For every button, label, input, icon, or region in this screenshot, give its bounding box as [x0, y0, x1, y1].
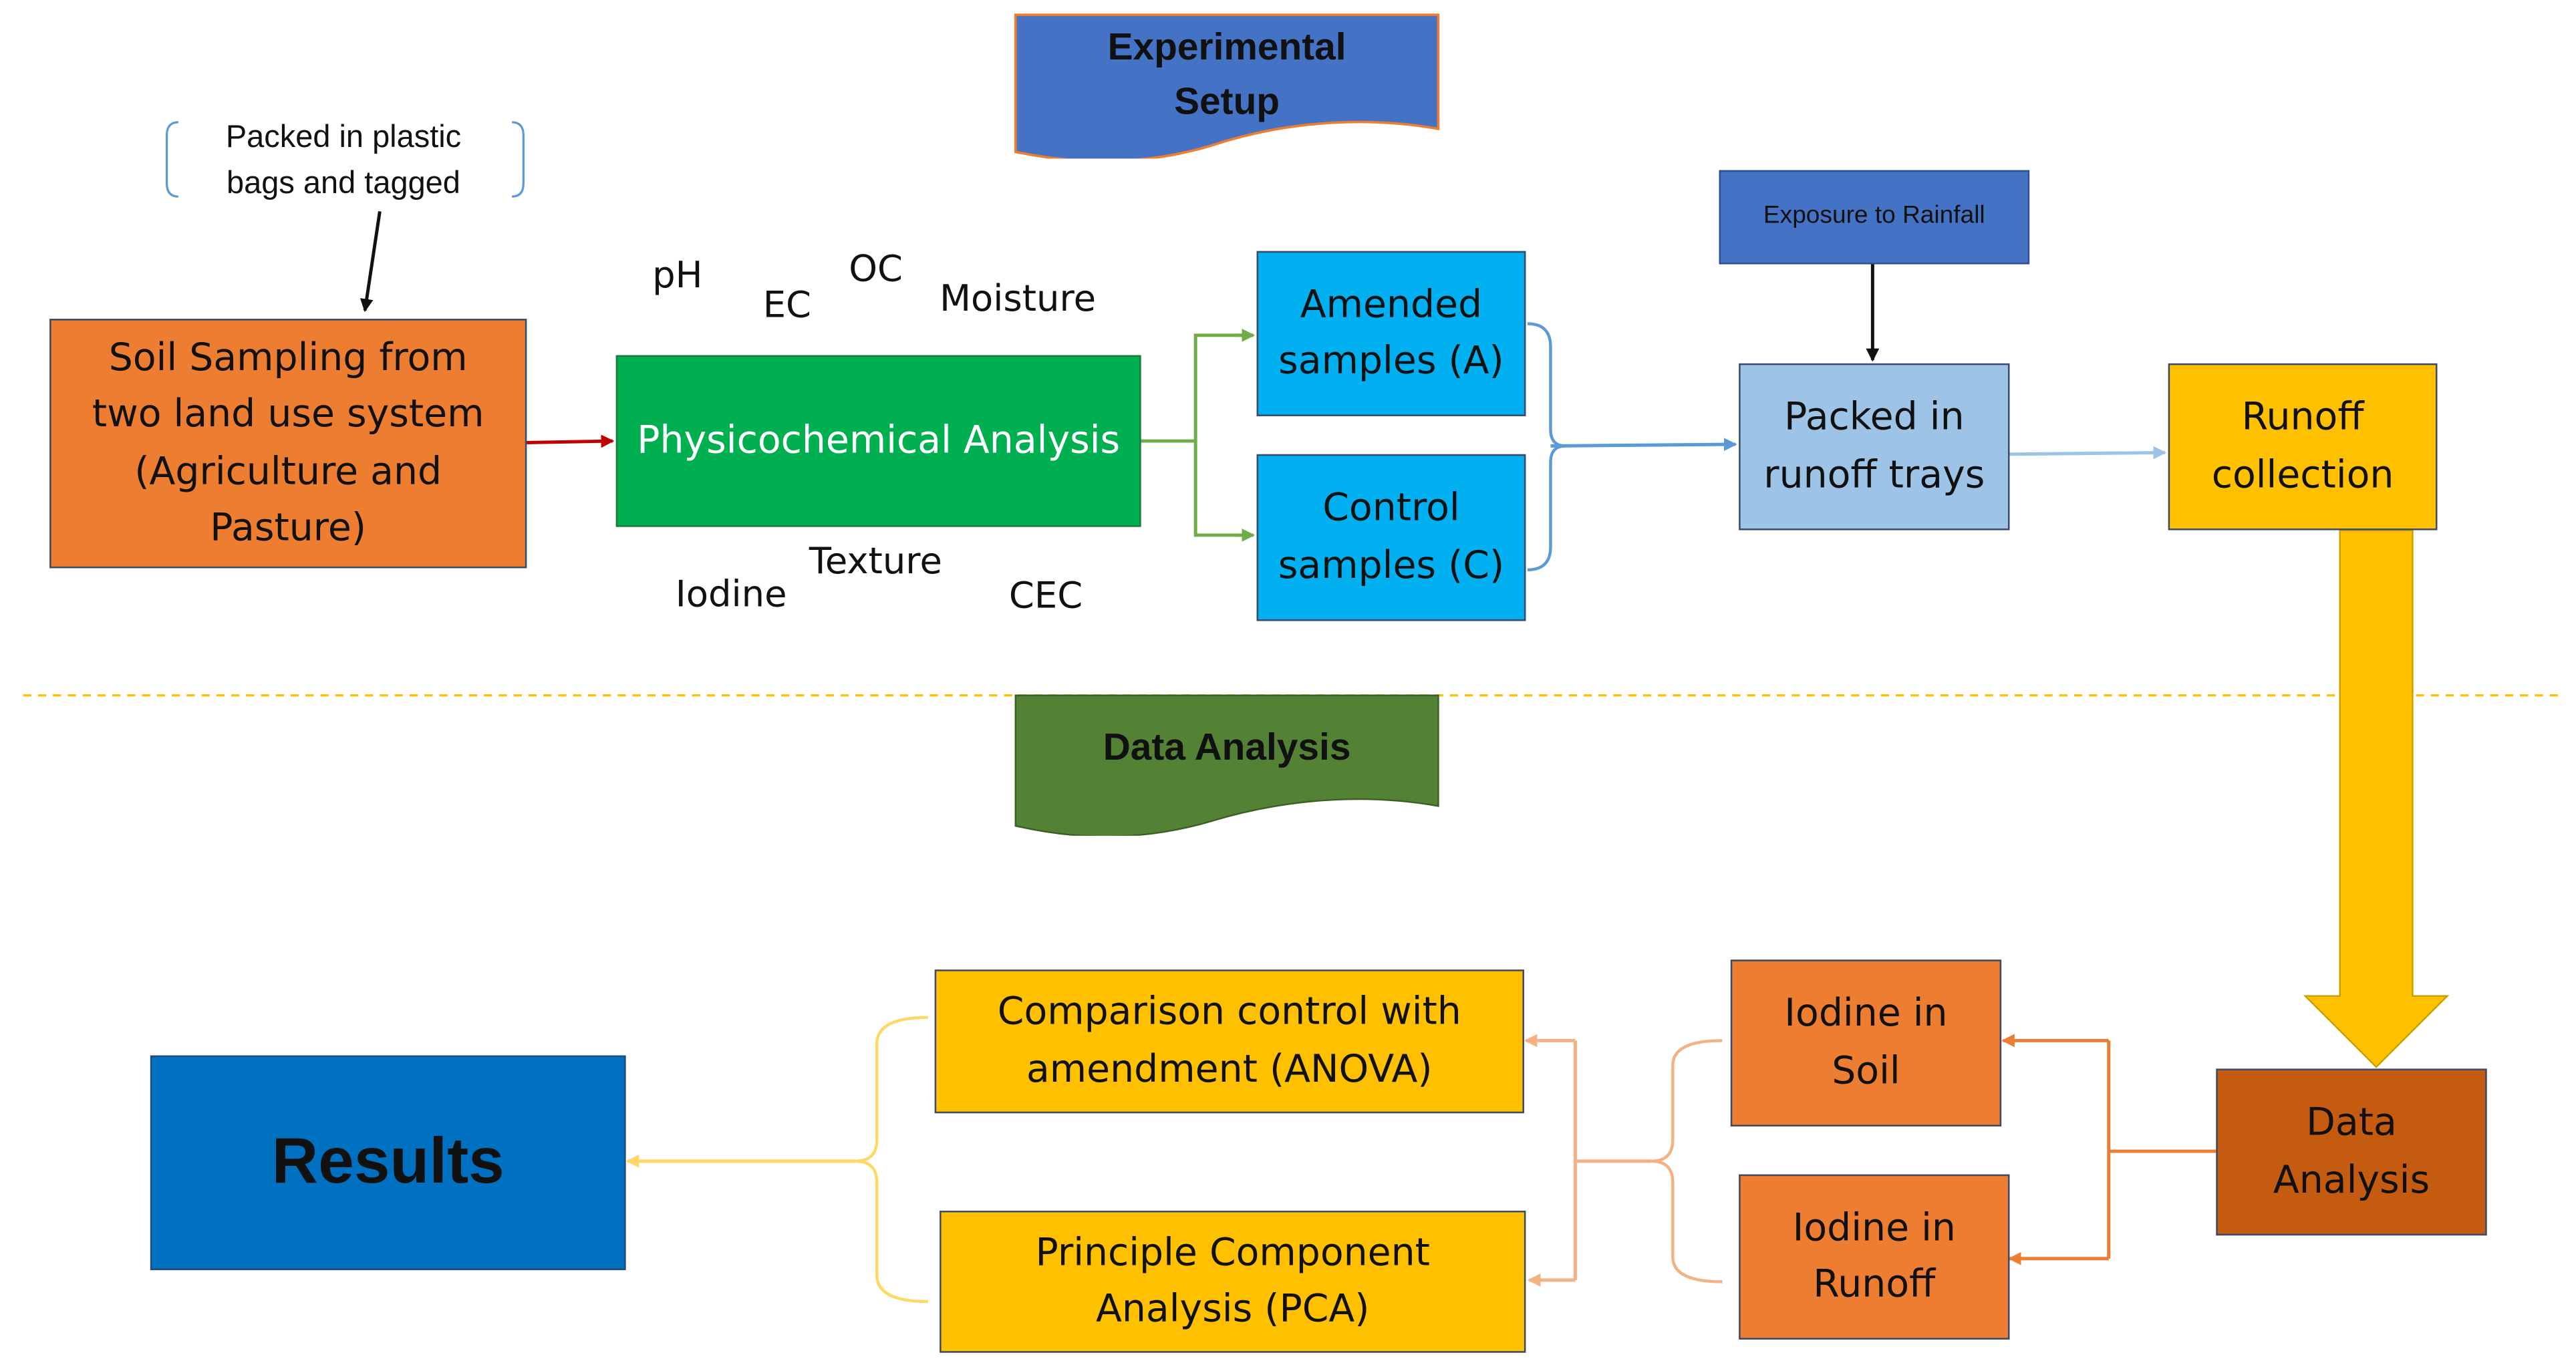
banner-data-analysis-label: Data Analysis [1103, 726, 1351, 769]
analyses-brace [855, 1016, 928, 1304]
runoff-trays-box: Packed in runoff trays [1739, 363, 2010, 531]
pca-box: Principle Component Analysis (PCA) [940, 1211, 1526, 1353]
banner-experimental-setup: Experimental Setup [1014, 13, 1440, 159]
param-texture: Texture [809, 541, 942, 583]
arrow-to-runoff-trays [1550, 438, 1737, 452]
block-arrow-to-data-analysis [2303, 529, 2450, 1068]
param-cec: CEC [1008, 576, 1083, 618]
param-iodine: Iodine [675, 575, 787, 617]
arrow-note-to-soil [360, 211, 382, 313]
iodine-brace [1651, 1039, 1723, 1283]
banner-data-analysis: Data Analysis [1014, 694, 1440, 836]
arrow-soil-to-physico [525, 434, 615, 448]
param-ec: EC [762, 285, 812, 327]
param-ph: pH [652, 256, 703, 297]
iodine-runoff-box: Iodine in Runoff [1739, 1174, 2010, 1340]
param-oc: OC [849, 249, 903, 291]
control-samples-box: Control samples (C) [1256, 454, 1526, 621]
iodine-soil-box: Iodine in Soil [1730, 959, 2002, 1126]
soil-sampling-box: Soil Sampling from two land use system (… [49, 319, 527, 569]
results-box: Results [150, 1055, 626, 1271]
rainfall-box: Exposure to Rainfall [1719, 170, 2030, 265]
anova-box: Comparison control with amendment (ANOVA… [934, 969, 1524, 1114]
arrow-physico-split [1141, 333, 1254, 537]
arrow-trays-to-collection [2009, 446, 2167, 460]
param-moisture: Moisture [940, 279, 1097, 321]
amended-samples-box: Amended samples (A) [1256, 251, 1526, 416]
arrow-data-split [2107, 1040, 2216, 1259]
note-brace [165, 121, 525, 198]
banner-experimental-setup-label: Experimental Setup [1107, 24, 1346, 122]
arrow-analyses-split [1574, 1040, 1652, 1280]
physicochemical-box: Physicochemical Analysis [615, 355, 1141, 527]
data-analysis-box: Data Analysis [2216, 1068, 2487, 1236]
runoff-collection-box: Runoff collection [2168, 363, 2438, 531]
packing-note: Packed in plastic bags and tagged [225, 120, 462, 201]
